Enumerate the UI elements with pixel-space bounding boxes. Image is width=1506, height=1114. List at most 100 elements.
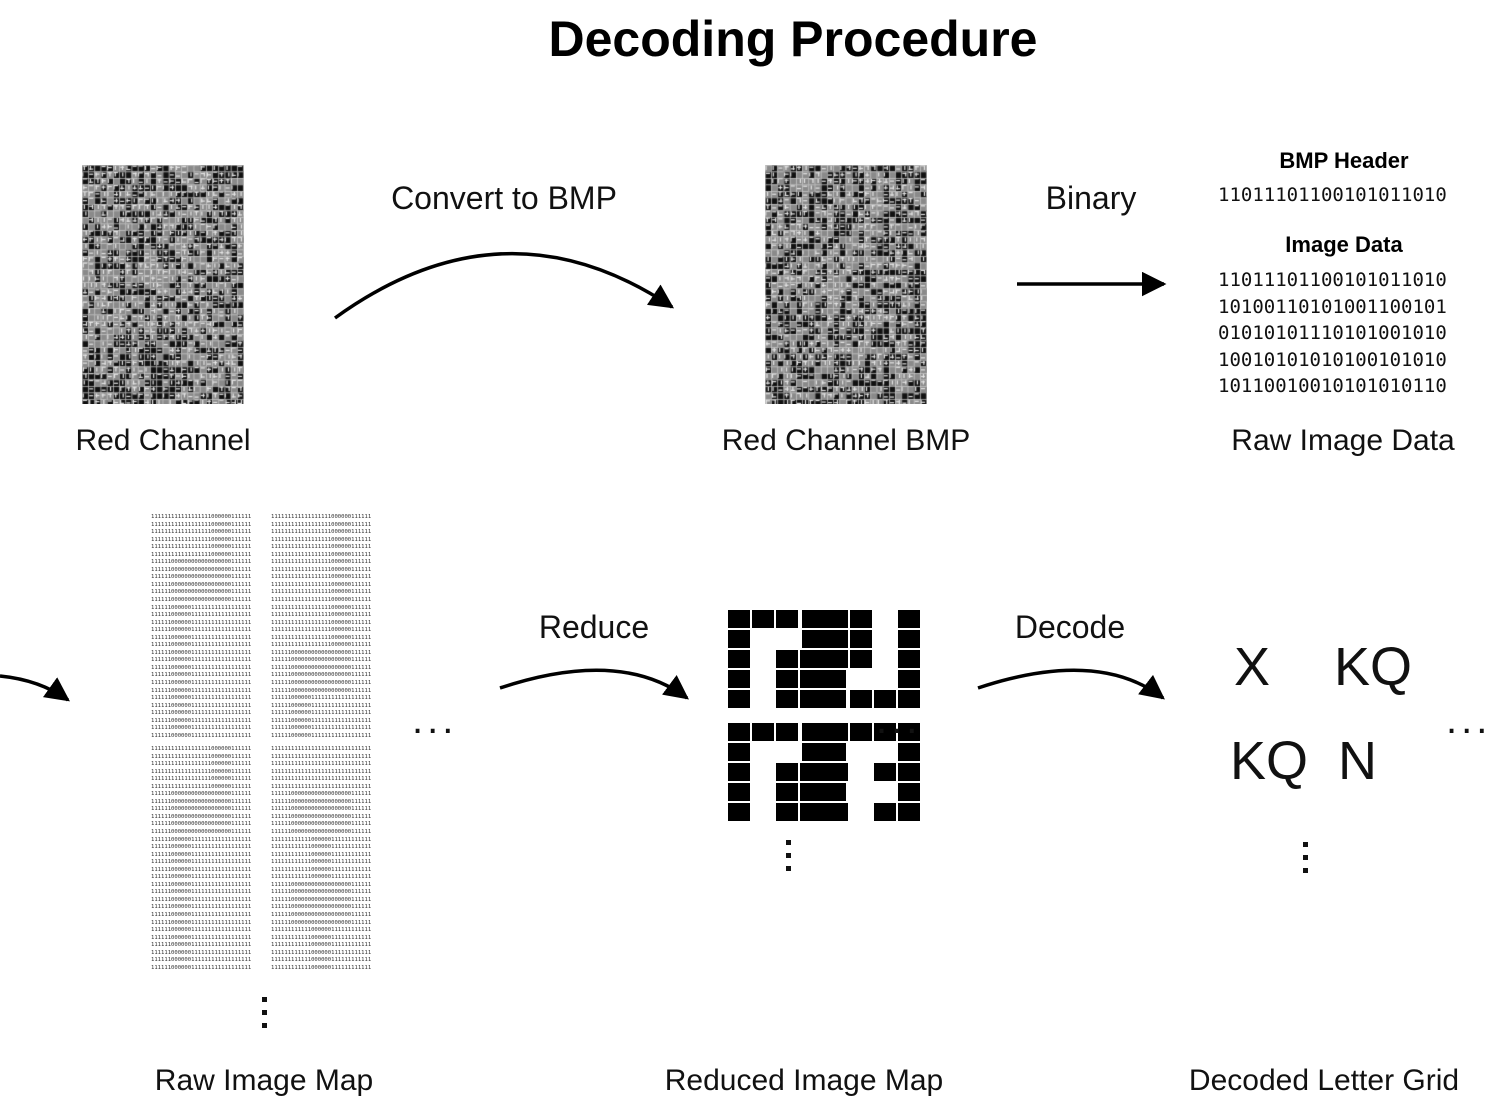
glyph-cell (898, 630, 920, 648)
decoded-letter-grid-label: Decoded Letter Grid (1188, 1064, 1460, 1097)
reduced-image-map-label: Reduced Image Map (664, 1064, 944, 1097)
red-channel-image (82, 165, 244, 404)
glyph-cell (898, 743, 920, 761)
glyph-cell (728, 783, 750, 801)
glyph-cell (752, 723, 774, 741)
raw-image-map-label: Raw Image Map (154, 1064, 374, 1097)
reduced-glyph-bottom-right (802, 723, 920, 821)
glyph-cell (776, 650, 798, 668)
decode-arrow (977, 668, 1165, 700)
glyph-cell (826, 803, 848, 821)
decode-step-label: Decode (1014, 609, 1126, 645)
glyph-cell (802, 630, 824, 648)
glyph-cell (850, 630, 872, 648)
glyph-cell (802, 670, 824, 688)
raw-block-bottom-right: 111111111111111111111111111111 111111111… (271, 746, 372, 971)
glyph-cell (874, 763, 896, 781)
decoded-letter-cell: KQ (1230, 731, 1309, 791)
glyph-cell (728, 650, 750, 668)
image-data-row: 10110010010101010110 (1218, 375, 1447, 397)
glyph-cell (826, 630, 848, 648)
glyph-cell (802, 783, 824, 801)
glyph-cell (898, 803, 920, 821)
glyph-cell (824, 690, 846, 708)
glyph-cell (898, 763, 920, 781)
raw-image-data-label: Raw Image Data (1231, 424, 1455, 457)
glyph-cell (776, 690, 798, 708)
glyph-cell (898, 723, 920, 741)
red-channel-label: Red Channel (75, 424, 251, 457)
image-data-row: 10010101010100101010 (1218, 348, 1447, 371)
decoded-letter-cell: X (1234, 637, 1271, 697)
glyph-cell (850, 650, 872, 668)
glyph-cell (898, 690, 920, 708)
bmp-header-bits: 11011101100101011010 (1218, 184, 1447, 206)
image-data-row: 11011101100101011010 (1218, 269, 1447, 291)
glyph-cell (728, 723, 750, 741)
red-channel-bmp-label: Red Channel BMP (721, 424, 971, 457)
glyph-cell (776, 803, 798, 821)
glyph-cell (826, 610, 848, 628)
glyph-cell (776, 783, 798, 801)
convert-step-label: Convert to BMP (391, 180, 617, 216)
glyph-cell (752, 610, 774, 628)
glyph-cell (728, 743, 750, 761)
binary-step-label: Binary (1045, 180, 1137, 216)
glyph-cell (898, 670, 920, 688)
image-data-title: Image Data (1285, 232, 1403, 257)
glyph-cell (728, 803, 750, 821)
decoded-grid-ellipsis-vertical (1303, 842, 1308, 873)
glyph-cell (802, 803, 824, 821)
reduce-step-label: Reduce (538, 609, 650, 645)
red-channel-bmp-image (765, 165, 927, 404)
decoded-grid-ellipsis-horizontal: ... (1446, 698, 1492, 742)
glyph-cell (824, 670, 846, 688)
glyph-cell (776, 763, 798, 781)
glyph-cell (898, 610, 920, 628)
glyph-cell (826, 763, 848, 781)
glyph-cell (898, 783, 920, 801)
glyph-cell (826, 723, 848, 741)
glyph-cell (728, 630, 750, 648)
glyph-cell (802, 763, 824, 781)
glyph-cell (850, 690, 872, 708)
glyph-cell (874, 690, 896, 708)
glyph-cell (802, 610, 824, 628)
glyph-cell (874, 723, 896, 741)
glyph-cell (728, 690, 750, 708)
incoming-arrow (0, 674, 70, 702)
glyph-cell (824, 743, 846, 761)
raw-block-top-left: 111111111111111111000000111111 111111111… (151, 514, 252, 739)
raw-block-bottom-left: 111111111111111111000000111111 111111111… (151, 746, 252, 971)
glyph-cell (850, 610, 872, 628)
glyph-cell (728, 670, 750, 688)
image-data-bits: 11011101100101011010 1010011010100110010… (1218, 267, 1447, 400)
image-data-row: 01010101110101001010 (1218, 322, 1447, 344)
reduced-map-ellipsis-horizontal: ... (876, 698, 922, 742)
glyph-cell (802, 743, 824, 761)
red-channel-bmp-texture (765, 165, 927, 404)
reduced-map-ellipsis-vertical (786, 840, 791, 871)
convert-arrow (333, 252, 675, 320)
red-channel-texture (82, 165, 244, 404)
glyph-cell (728, 763, 750, 781)
decoded-letter-cell: KQ (1334, 637, 1413, 697)
glyph-cell (776, 723, 798, 741)
glyph-cell (776, 670, 798, 688)
raw-map-ellipsis-horizontal: ... (412, 698, 458, 742)
decoded-letter-cell: N (1338, 731, 1377, 791)
glyph-cell (826, 650, 848, 668)
reduce-arrow (499, 668, 689, 700)
page-title: Decoding Procedure (548, 11, 1038, 67)
glyph-cell (802, 690, 824, 708)
glyph-cell (898, 650, 920, 668)
bmp-header-title: BMP Header (1279, 148, 1409, 173)
glyph-cell (802, 723, 824, 741)
glyph-cell (824, 783, 846, 801)
reduced-glyph-top-right (802, 610, 920, 708)
image-data-row: 10100110101001100101 (1218, 295, 1447, 318)
glyph-cell (850, 723, 872, 741)
glyph-cell (874, 803, 896, 821)
glyph-cell (776, 610, 798, 628)
